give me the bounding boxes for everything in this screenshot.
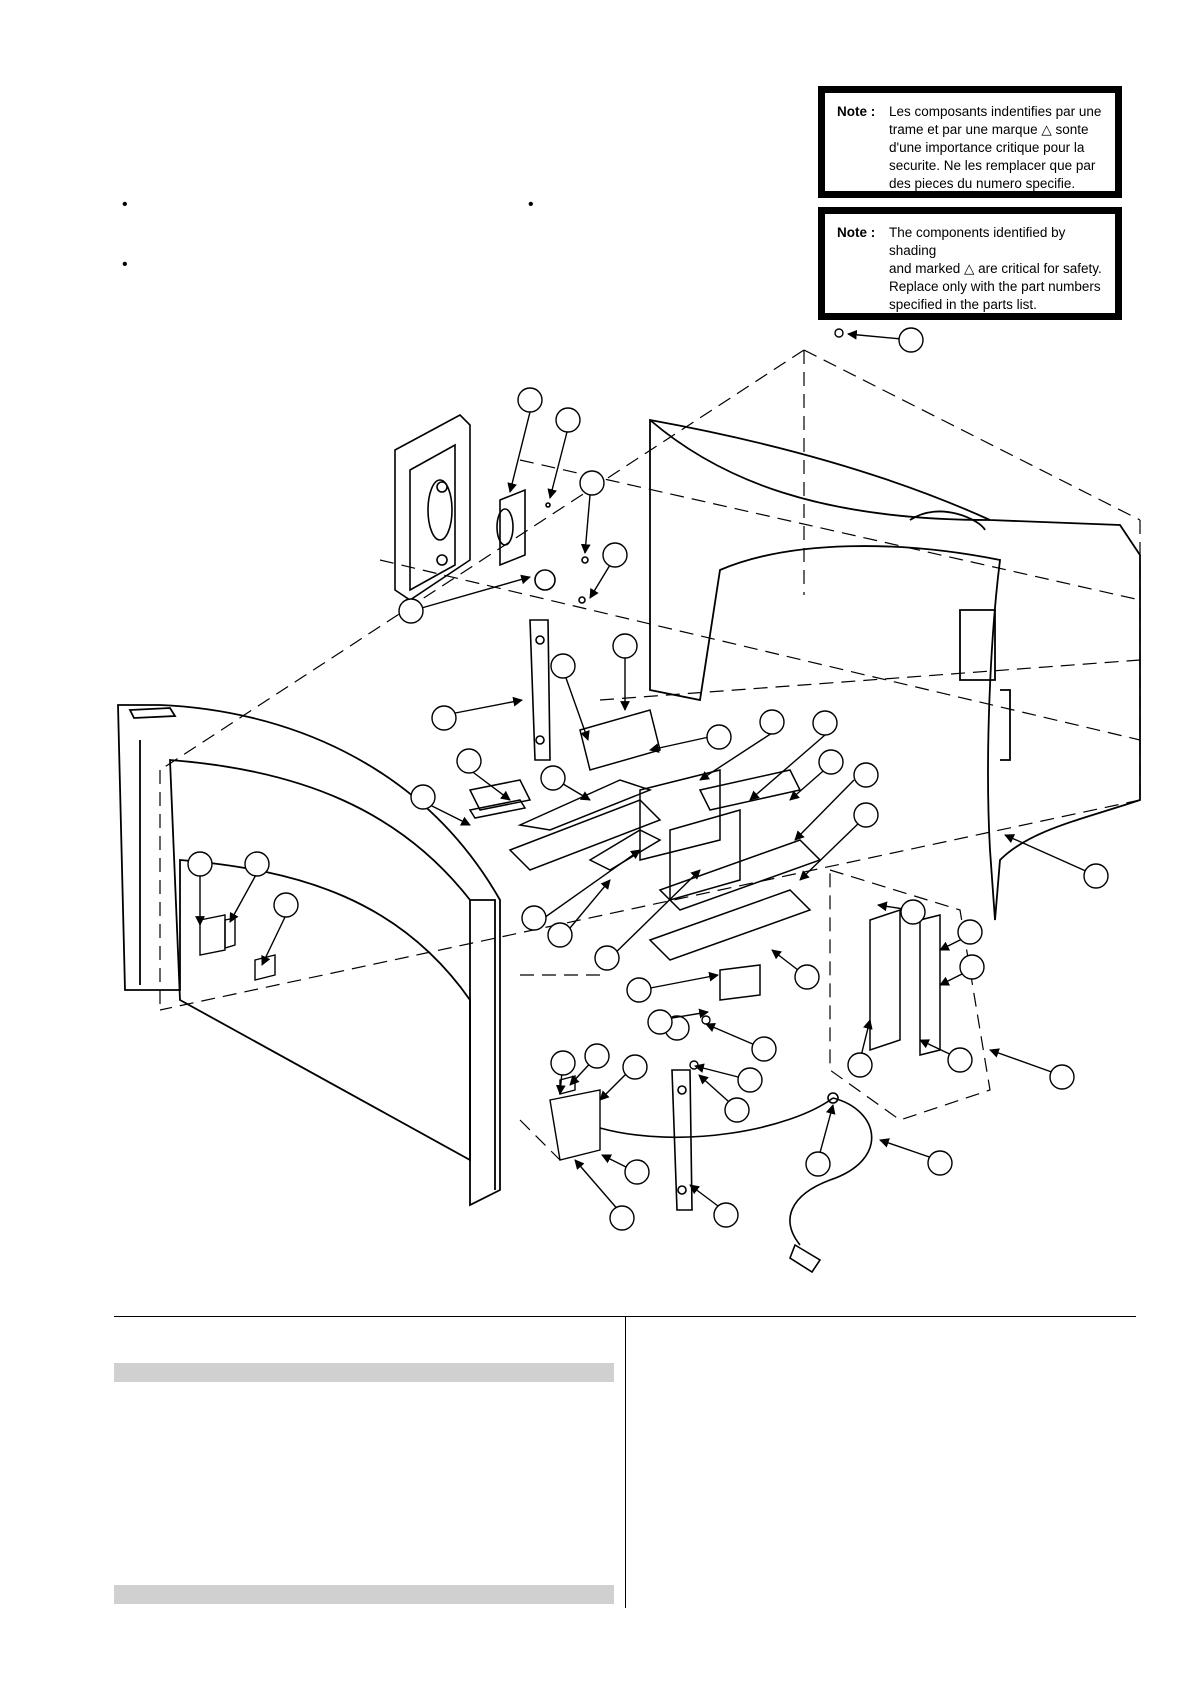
exploded-tv-assembly-icon	[117, 327, 1141, 1274]
bullet-marker	[528, 196, 536, 204]
power-cord	[599, 1092, 873, 1274]
shaded-header-bar	[114, 1363, 614, 1382]
vertical-divider	[625, 1316, 626, 1608]
bullet-marker	[122, 196, 130, 204]
small-parts	[199, 328, 844, 1161]
callout-circles	[187, 327, 1109, 1231]
crt-tube	[649, 418, 1141, 921]
note-label: Note :	[837, 225, 876, 240]
speaker-box	[394, 414, 589, 604]
dashed-guide-lines	[159, 349, 1141, 1161]
pcb-board	[468, 709, 941, 1056]
note-text: The components identified by shading and…	[889, 225, 1102, 312]
shaded-header-bar	[114, 1585, 614, 1604]
safety-note-french: Note : Les composants indentifies par un…	[818, 86, 1122, 198]
note-text: Les composants indentifies par une trame…	[889, 104, 1102, 191]
note-label: Note :	[837, 104, 876, 119]
bullet-marker	[122, 256, 130, 264]
safety-note-english: Note : The components identified by shad…	[818, 207, 1122, 320]
speaker-bar	[529, 619, 693, 1211]
front-cabinet	[117, 704, 501, 1207]
